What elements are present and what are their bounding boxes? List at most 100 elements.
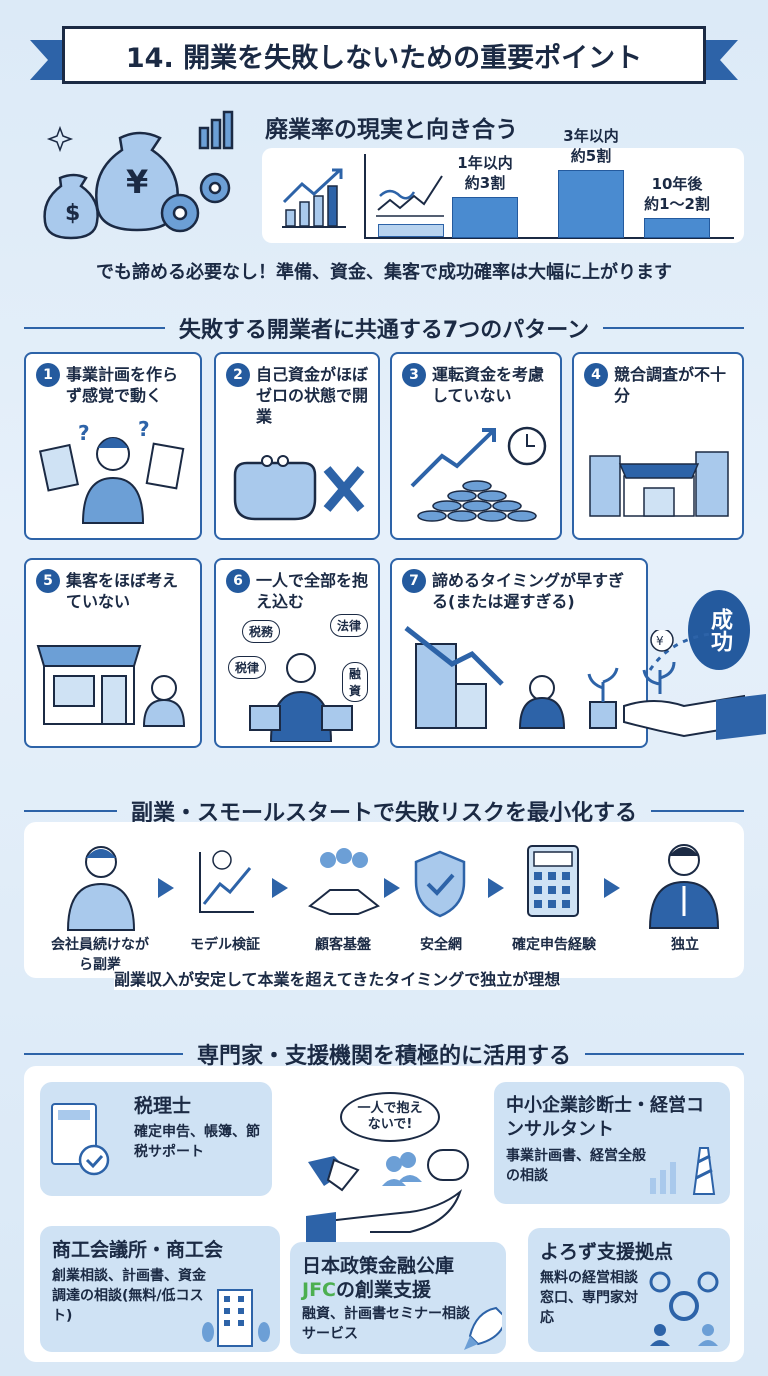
pattern-number: 6 [226, 569, 250, 593]
bar-period: 10年後 [651, 175, 703, 193]
competing-shops-icon [589, 451, 729, 517]
lighthouse-chart-icon [650, 1147, 716, 1195]
small-start-panel: 会社員続けながら副業 モデル検証 顧客基盤 安全網 確定申告経験 独立 副業収入… [24, 822, 744, 990]
step-arrow [384, 878, 400, 898]
step-arrow [604, 878, 620, 898]
step-label: 確定申告経験 [512, 937, 596, 953]
fluctuating-line-icon [376, 175, 444, 217]
pattern-number: 4 [584, 363, 608, 387]
gears-people-icon [649, 1271, 719, 1346]
confused-person-icon: ?? [38, 418, 185, 524]
closure-rate-label: 10年後約1〜2割 [624, 174, 730, 214]
pattern-number: 5 [36, 569, 60, 593]
office-building-icon [202, 1289, 270, 1347]
bar-rate: 約1〜2割 [644, 195, 710, 213]
svg-text:¥: ¥ [656, 634, 664, 648]
empty-shop-icon [36, 645, 186, 727]
section2-heading: 失敗する開業者に共通する7つのパターン [178, 318, 590, 343]
calculator-icon [527, 845, 579, 917]
pattern-text: 諦めるタイミングが早すぎる(または遅すぎる) [432, 571, 625, 611]
section4-header: 専門家・支援機関を積極的に活用する [24, 1038, 745, 1070]
success-badge: 成功 [688, 590, 750, 670]
closure-rate-chart: 1年以内約3割 3年以内約5割 10年後約1〜2割 [262, 127, 744, 243]
handshake-customers-icon [308, 848, 380, 915]
support-jfc: 日本政策金融公庫 JFCの創業支援 融資、計画書セミナー相談サービス [290, 1242, 506, 1354]
title-banner: 14. 開業を失敗しないための重要ポイント [30, 26, 738, 90]
pattern-number: 2 [226, 363, 250, 387]
independent-businessman-icon [648, 844, 720, 929]
chart-x-axis [364, 237, 734, 239]
step-label: 会社員続けながら副業 [51, 937, 149, 973]
pattern-text: 運転資金を考慮していない [432, 365, 545, 405]
task-bubble: 融資 [342, 662, 369, 702]
task-bubble: 税律 [228, 656, 267, 679]
svg-text:?: ? [138, 418, 150, 441]
support-title: 商工会議所・商工会 [52, 1239, 224, 1261]
pattern-number: 1 [36, 363, 60, 387]
empty-wallet-icon [233, 455, 365, 521]
support-title: よろず支援拠点 [540, 1241, 674, 1263]
support-title: 税理士 [134, 1095, 192, 1117]
section1-message: でも諦める必要なし！準備、資金、集客で成功確率は大幅に上がります [96, 262, 672, 283]
overwhelmed-person-illustration: 税務 法律 税律 融資 [226, 612, 369, 742]
shield-check-icon [414, 850, 466, 918]
chart-y-axis [364, 154, 366, 238]
pattern-number: 3 [402, 363, 426, 387]
model-validation-icon [199, 850, 254, 913]
support-desc: 融資、計画書セミナー相談サービス [302, 1306, 470, 1342]
bar-period: 1年以内 [457, 154, 513, 172]
section1-heading: 廃業率の現実と向き合う [265, 117, 518, 143]
step-label: 顧客基盤 [315, 937, 371, 953]
speech-bubble: 一人で抱えないで! [340, 1092, 440, 1142]
closure-rate-bar [452, 197, 518, 238]
step-label: 安全網 [420, 937, 462, 953]
rocket-icon [464, 1306, 502, 1350]
page-title: 14. 開業を失敗しないための重要ポイント [62, 26, 706, 84]
support-desc: 創業相談、計画書、資金調達の相談(無料/低コスト) [52, 1268, 206, 1324]
calculator-check-icon [51, 1103, 110, 1176]
coins-clock-icon [410, 426, 547, 522]
pattern-text: 集客をほぼ考えていない [66, 571, 179, 611]
bar-rate: 約5割 [570, 147, 612, 165]
money-gears-icon: ¥ $ [40, 108, 250, 248]
support-desc: 確定申告、帳簿、節税サポート [134, 1124, 260, 1160]
closure-rate-bar [558, 170, 624, 238]
pattern-text: 自己資金がほぼゼロの状態で開業 [256, 365, 369, 426]
task-bubble: 税務 [242, 620, 281, 643]
support-desc: 事業計画書、経営全般の相談 [506, 1148, 646, 1184]
step-arrow [488, 878, 504, 898]
task-bubble: 法律 [330, 614, 368, 637]
svg-text:¥: ¥ [126, 163, 148, 201]
svg-text:$: $ [65, 201, 80, 226]
bar-period: 3年以内 [563, 127, 619, 145]
jfc-label: JFC [302, 1279, 336, 1301]
section3-header: 副業・スモールスタートで失敗リスクを最小化する [24, 795, 745, 827]
pattern-text: 事業計画を作らず感覚で動く [66, 365, 179, 405]
support-subtitle: の創業支援 [336, 1279, 432, 1301]
support-consultant: 中小企業診断士・経営コンサルタント 事業計画書、経営全般の相談 [494, 1082, 730, 1204]
step-arrow [158, 878, 174, 898]
svg-text:?: ? [78, 421, 90, 445]
support-tax-accountant: 税理士確定申告、帳簿、節税サポート [40, 1082, 272, 1196]
support-chamber-of-commerce: 商工会議所・商工会 創業相談、計画書、資金調達の相談(無料/低コスト) [40, 1226, 280, 1352]
bar-rate: 約3割 [464, 174, 506, 192]
independence-note: 副業収入が安定して本業を超えてきたタイミングで独立が理想 [114, 966, 561, 990]
pattern-number: 7 [402, 569, 426, 593]
section2-header: 失敗する開業者に共通する7つのパターン [24, 312, 744, 344]
support-panel: 税理士確定申告、帳簿、節税サポート 中小企業診断士・経営コンサルタント 事業計画… [24, 1066, 744, 1362]
closure-rate-label: 3年以内約5割 [538, 126, 644, 166]
section4-heading: 専門家・支援機関を積極的に活用する [197, 1044, 572, 1069]
declining-business-icon [404, 626, 619, 729]
baseline-bar [378, 224, 444, 237]
employee-icon [66, 846, 136, 931]
hand-holding-plant-icon: ¥ [623, 630, 766, 740]
support-yorozu: よろず支援拠点 無料の経営相談窓口、専門家対応 [528, 1228, 730, 1352]
support-title: 中小企業診断士・経営コンサルタント [506, 1095, 704, 1140]
